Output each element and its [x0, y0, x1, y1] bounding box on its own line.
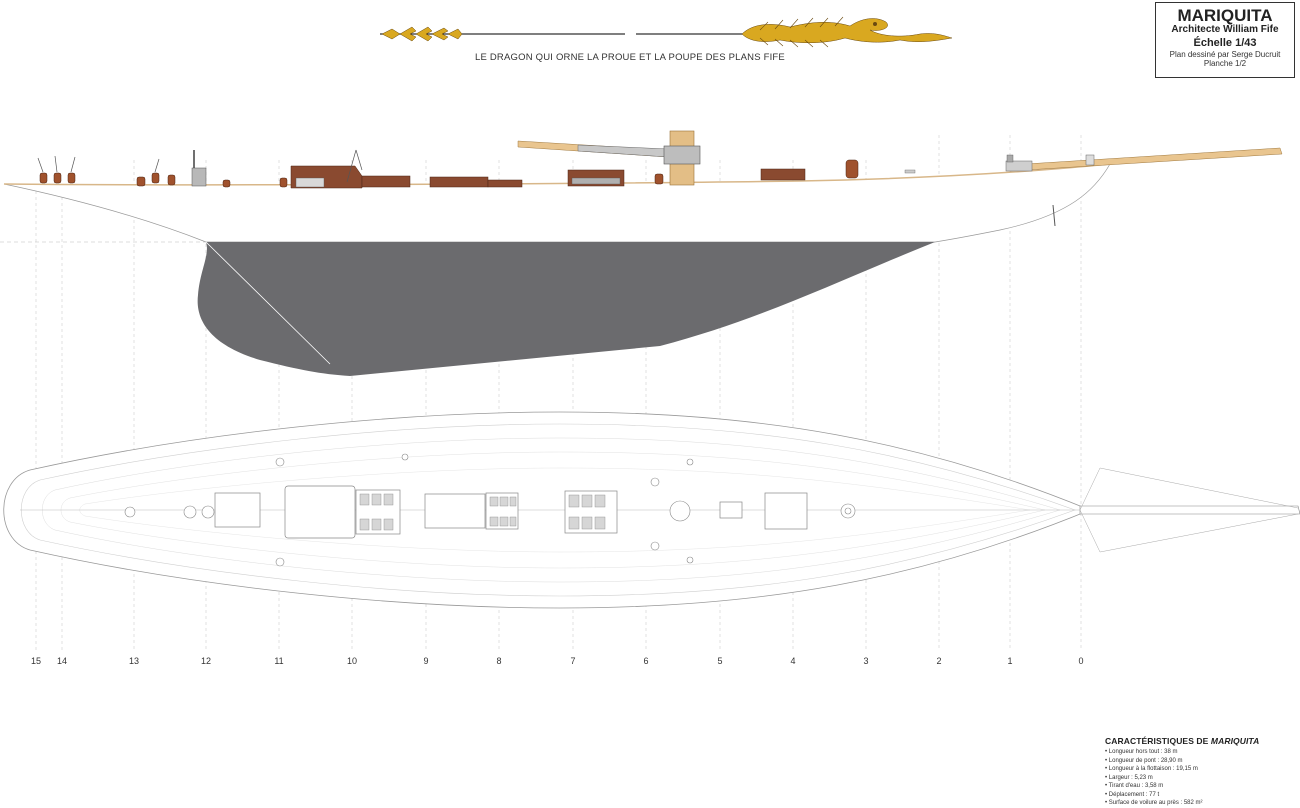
- keel: [197, 242, 936, 376]
- station-label: 11: [274, 656, 284, 666]
- specifications-list: Longueur hors tout : 38 m Longueur de po…: [1105, 748, 1295, 808]
- station-label: 14: [56, 656, 67, 666]
- station-label: 0: [1078, 656, 1084, 666]
- spec-item: Largeur : 5,23 m: [1105, 774, 1295, 783]
- dragon-caption: LE DRAGON QUI ORNE LA PROUE ET LA POUPE …: [475, 52, 785, 63]
- deck-plan: [3, 411, 1300, 609]
- drawn-by-line: Plan dessiné par Serge Ducruit: [1169, 50, 1281, 59]
- station-label: 13: [128, 656, 139, 666]
- sheet-line: Planche 1/2: [1203, 59, 1247, 68]
- architect-line: Architecte William Fife: [1171, 24, 1279, 35]
- title-block: MARIQUITA Architecte William Fife Échell…: [1155, 2, 1295, 78]
- station-label: 8: [496, 656, 502, 666]
- specifications-block: CARACTÉRISTIQUES DE MARIQUITA Longueur h…: [1105, 736, 1295, 808]
- station-label: 2: [936, 656, 942, 666]
- station-label: 12: [200, 656, 211, 666]
- spec-item: Longueur hors tout : 38 m: [1105, 748, 1295, 757]
- deck-fittings-profile: [37, 130, 1283, 189]
- spec-item: Déplacement : 77 t: [1105, 791, 1295, 800]
- yacht-name: MARIQUITA: [1177, 6, 1273, 25]
- station-label: 9: [423, 656, 429, 666]
- station-label: 4: [790, 656, 796, 666]
- spec-item: Longueur à la flottaison : 19,15 m: [1105, 765, 1295, 774]
- specifications-title: CARACTÉRISTIQUES DE MARIQUITA: [1105, 736, 1295, 746]
- hull-profile: [0, 163, 1111, 376]
- station-label: 6: [643, 656, 649, 666]
- specifications-title-name: MARIQUITA: [1210, 736, 1260, 746]
- station-label: 5: [717, 656, 723, 666]
- station-label: 1: [1007, 656, 1013, 666]
- spec-item: Longueur de pont : 28,90 m: [1105, 757, 1295, 766]
- specifications-title-prefix: CARACTÉRISTIQUES DE: [1105, 736, 1211, 746]
- station-label: 15: [30, 656, 41, 666]
- dragon-ornament: [380, 16, 953, 48]
- station-label: 3: [863, 656, 869, 666]
- scale-line: Échelle 1/43: [1193, 37, 1257, 49]
- spec-item: Tirant d'eau : 3,58 m: [1105, 782, 1295, 791]
- station-label: 10: [346, 656, 357, 666]
- spec-item: Surface de voilure au près : 582 m²: [1105, 799, 1295, 808]
- station-label: 7: [570, 656, 576, 666]
